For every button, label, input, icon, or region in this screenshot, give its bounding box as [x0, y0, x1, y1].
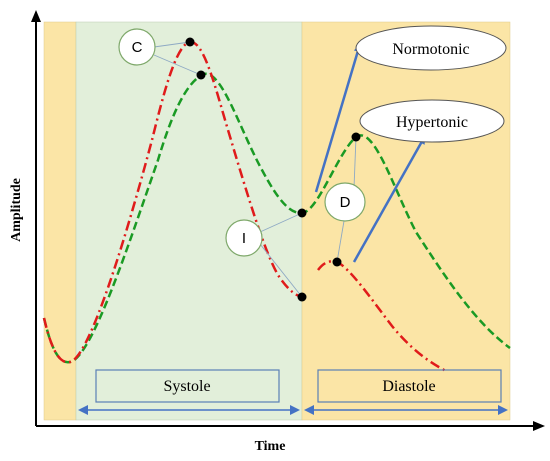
- callout-connectors: [153, 41, 357, 298]
- hypertonic-callout: Hypertonic: [359, 99, 505, 143]
- hypertonic-arrow: [352, 135, 427, 263]
- systole-span-arrow: [78, 405, 300, 415]
- y-axis-title: Amplitude: [9, 178, 24, 242]
- dicrotic-peak-hypertonic: [332, 257, 342, 267]
- normotonic-label: Normotonic: [392, 41, 469, 58]
- diastole-box: Diastole: [317, 369, 502, 403]
- point-i-label: I: [242, 230, 246, 247]
- dicrotic-peak-normotonic: [351, 132, 361, 142]
- normotonic-callout: Normotonic: [355, 25, 507, 71]
- normotonic-arrow: [314, 43, 362, 193]
- diastole-region: [301, 21, 511, 421]
- x-axis-title: Time: [255, 439, 286, 454]
- diastole-span-arrow: [304, 405, 508, 415]
- systole-box: Systole: [95, 369, 280, 403]
- point-d-callout: D: [324, 182, 366, 222]
- diastole-label: Diastole: [382, 378, 435, 395]
- systole-label: Systole: [163, 378, 210, 395]
- y-axis: [31, 10, 41, 426]
- x-axis: [36, 421, 545, 431]
- systolic-peak-normotonic: [196, 70, 206, 80]
- hypertonic-curve-systole: [42, 40, 303, 364]
- systole-region: [75, 21, 303, 421]
- normotonic-curve: [42, 72, 511, 364]
- incisura-hypertonic: [297, 292, 307, 302]
- point-i-callout: I: [225, 219, 263, 257]
- pre-systole-region: [43, 21, 77, 421]
- incisura-normotonic: [297, 208, 307, 218]
- hypertonic-label: Hypertonic: [396, 114, 468, 131]
- hypertonic-curve-diastole: [317, 260, 449, 374]
- point-c-callout: C: [118, 28, 156, 66]
- systolic-peak-hypertonic: [185, 37, 195, 47]
- point-c-label: C: [132, 39, 143, 56]
- point-d-label: D: [340, 194, 351, 211]
